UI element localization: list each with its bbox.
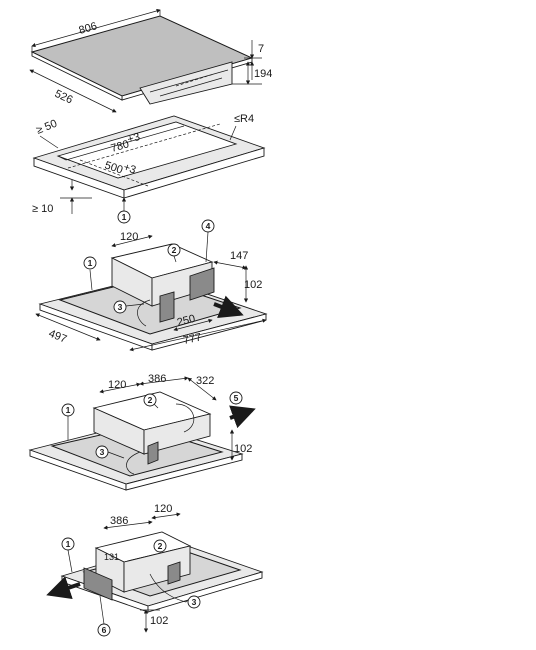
svg-text:3: 3 — [192, 597, 197, 607]
dim-radius: ≤R4 — [234, 113, 254, 125]
duct-connector-5 — [167, 561, 181, 585]
callout-2-fig3: 2 — [167, 243, 181, 257]
dim-780: 780+3 — [108, 131, 142, 155]
callout-3-fig3: 3 — [113, 300, 127, 314]
cutout-opening — [56, 121, 238, 179]
callout-2-fig5: 2 — [153, 539, 167, 553]
dim-line-806 — [31, 8, 161, 48]
figure-fan-front: 386 120 131 102 1 2 3 6 — [46, 503, 264, 637]
duct-connector — [159, 291, 175, 323]
callout-3-fig4: 3 — [95, 445, 109, 459]
dim-526: 526 — [53, 88, 75, 107]
svg-text:1: 1 — [88, 258, 93, 268]
dim-194: 194 — [254, 68, 272, 80]
callout-4-fig3: 4 — [201, 219, 215, 233]
callout-1-fig2: 1 — [117, 210, 131, 224]
dim-102-fig4: 102 — [234, 443, 252, 455]
exhaust-outlet-5 — [83, 567, 113, 601]
figure-worktop-cutout: ≥ 50 ≤R4 780+3 500+3 ≥ 10 1 — [32, 113, 266, 224]
svg-text:2: 2 — [148, 395, 153, 405]
dim-386-fig5: 386 — [110, 515, 128, 527]
callout-1-fig3: 1 — [83, 256, 97, 270]
dim-margin-50: ≥ 50 — [35, 118, 59, 137]
figure-fan-side: 120 386 322 102 1 2 3 5 — [28, 373, 256, 491]
dim-line-margin — [39, 135, 59, 149]
callout-6-fig5: 6 — [97, 623, 111, 637]
dim-386-fig4: 386 — [148, 373, 166, 385]
figure-fan-rear: 120 147 102 497 250 777 1 2 3 4 — [35, 219, 268, 352]
dim-131-fig5: 131 — [104, 552, 119, 562]
dim-806: 806 — [78, 20, 99, 37]
exhaust-outlet — [189, 267, 215, 301]
exhaust-arrow-5 — [46, 576, 81, 600]
svg-text:1: 1 — [122, 212, 127, 222]
dim-120-fig4: 120 — [108, 379, 126, 391]
svg-text:4: 4 — [206, 221, 211, 231]
dim-line-526 — [29, 69, 117, 113]
svg-text:1: 1 — [66, 539, 71, 549]
worktop-side-face — [123, 147, 265, 199]
dim-102-fig3: 102 — [244, 279, 262, 291]
svg-text:2: 2 — [158, 541, 163, 551]
dim-line-780 — [67, 123, 221, 169]
callout-1-fig4: 1 — [61, 403, 75, 417]
svg-text:5: 5 — [234, 393, 239, 403]
duct-connector-4 — [147, 441, 159, 465]
svg-text:3: 3 — [100, 447, 105, 457]
svg-text:3: 3 — [118, 302, 123, 312]
dim-120-fig3: 120 — [120, 231, 138, 243]
exhaust-arrow-4 — [229, 405, 256, 429]
dim-102-fig5: 102 — [150, 615, 168, 627]
exhaust-arrow-3 — [213, 295, 244, 319]
dim-500: 500+3 — [103, 156, 137, 181]
callout-5-fig4: 5 — [229, 391, 243, 405]
figure-hob-dimensions: 806 526 7 194 — [29, 8, 272, 113]
callout-3-fig5: 3 — [187, 595, 201, 609]
svg-text:2: 2 — [172, 245, 177, 255]
dim-147-fig3: 147 — [230, 250, 248, 262]
callout-2-fig4: 2 — [143, 393, 157, 407]
svg-text:6: 6 — [102, 625, 107, 635]
dim-120-fig5: 120 — [154, 503, 172, 515]
dim-322-fig4: 322 — [196, 375, 214, 387]
dim-497-fig3: 497 — [47, 328, 69, 346]
dim-7: 7 — [258, 43, 264, 55]
callout-1-fig5: 1 — [61, 537, 75, 551]
dim-777-fig3: 777 — [182, 331, 202, 347]
svg-text:1: 1 — [66, 405, 71, 415]
dim-worktop-10: ≥ 10 — [32, 203, 53, 215]
